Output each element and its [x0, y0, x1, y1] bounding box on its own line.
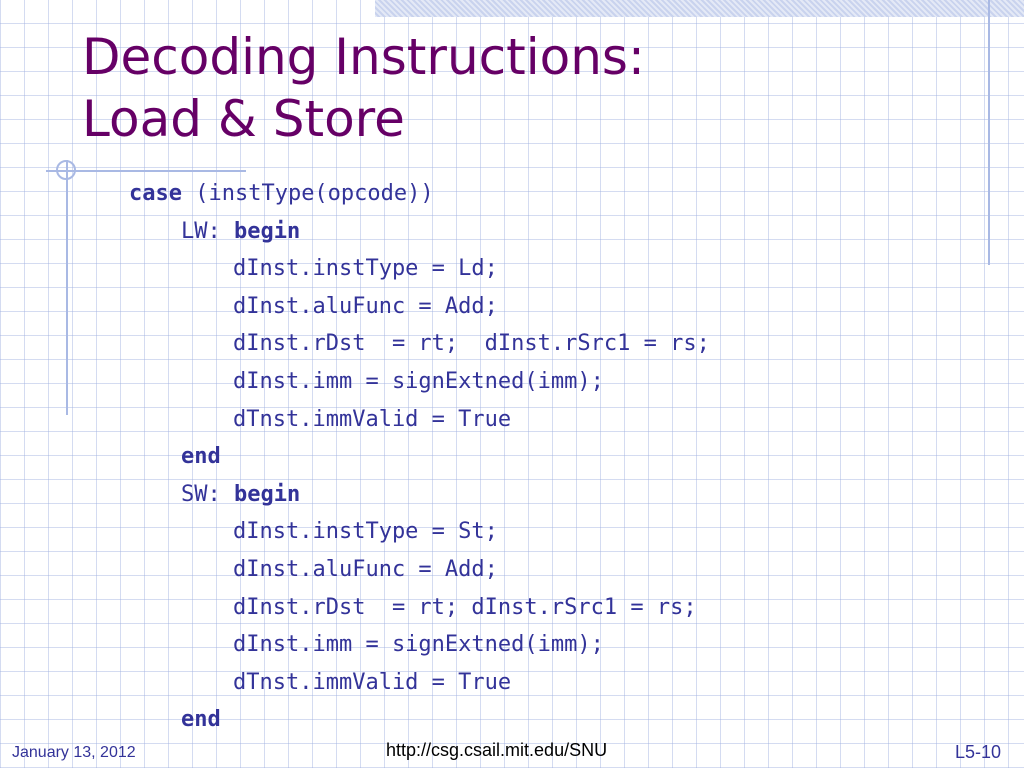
- slide-title-line-2: Load & Store: [82, 90, 405, 148]
- footer-date: January 13, 2012: [12, 744, 136, 761]
- keyword-begin: begin: [233, 218, 301, 244]
- code-line-14: dTnst.immValid = True: [233, 669, 512, 695]
- header-decorative-band: [375, 0, 1024, 17]
- code-text: (instType(opcode)): [181, 181, 434, 206]
- code-line-9: SW: begin: [129, 476, 710, 514]
- code-block: case (instType(opcode)) LW: begin dInst.…: [129, 175, 710, 739]
- code-line-13: dInst.imm = signExtned(imm);: [233, 632, 604, 658]
- decorative-circle: [56, 160, 76, 180]
- code-line-7: dTnst.immValid = True: [233, 406, 512, 432]
- footer-url-link[interactable]: http://csg.csail.mit.edu/SNU: [386, 740, 608, 760]
- slide-number: L5-10: [955, 742, 1002, 762]
- decorative-vertical-line-left: [66, 160, 68, 415]
- keyword-end: end: [181, 707, 221, 733]
- keyword-begin: begin: [233, 481, 301, 507]
- code-line-12: dInst.rDst = rt; dInst.rSrc1 = rs;: [233, 594, 697, 620]
- code-line-2: LW: begin: [129, 213, 710, 251]
- code-line-4: dInst.aluFunc = Add;: [233, 293, 498, 319]
- keyword-end: end: [181, 444, 221, 470]
- decorative-horizontal-line: [46, 170, 246, 172]
- code-line-5: dInst.rDst = rt; dInst.rSrc1 = rs;: [233, 331, 710, 357]
- slide-title-line-1: Decoding Instructions:: [82, 28, 645, 86]
- keyword-case: case: [129, 181, 182, 206]
- code-line-10: dInst.instType = St;: [233, 519, 498, 545]
- decorative-vertical-line-right: [988, 0, 990, 265]
- code-line-3: dInst.instType = Ld;: [233, 256, 498, 282]
- code-text: SW:: [181, 481, 234, 507]
- code-text: LW:: [181, 218, 234, 244]
- code-line-11: dInst.aluFunc = Add;: [233, 556, 498, 582]
- code-line-6: dInst.imm = signExtned(imm);: [233, 368, 604, 394]
- code-line-1: case (instType(opcode)): [129, 175, 710, 213]
- slide-title: Decoding Instructions: Load & Store: [82, 26, 645, 150]
